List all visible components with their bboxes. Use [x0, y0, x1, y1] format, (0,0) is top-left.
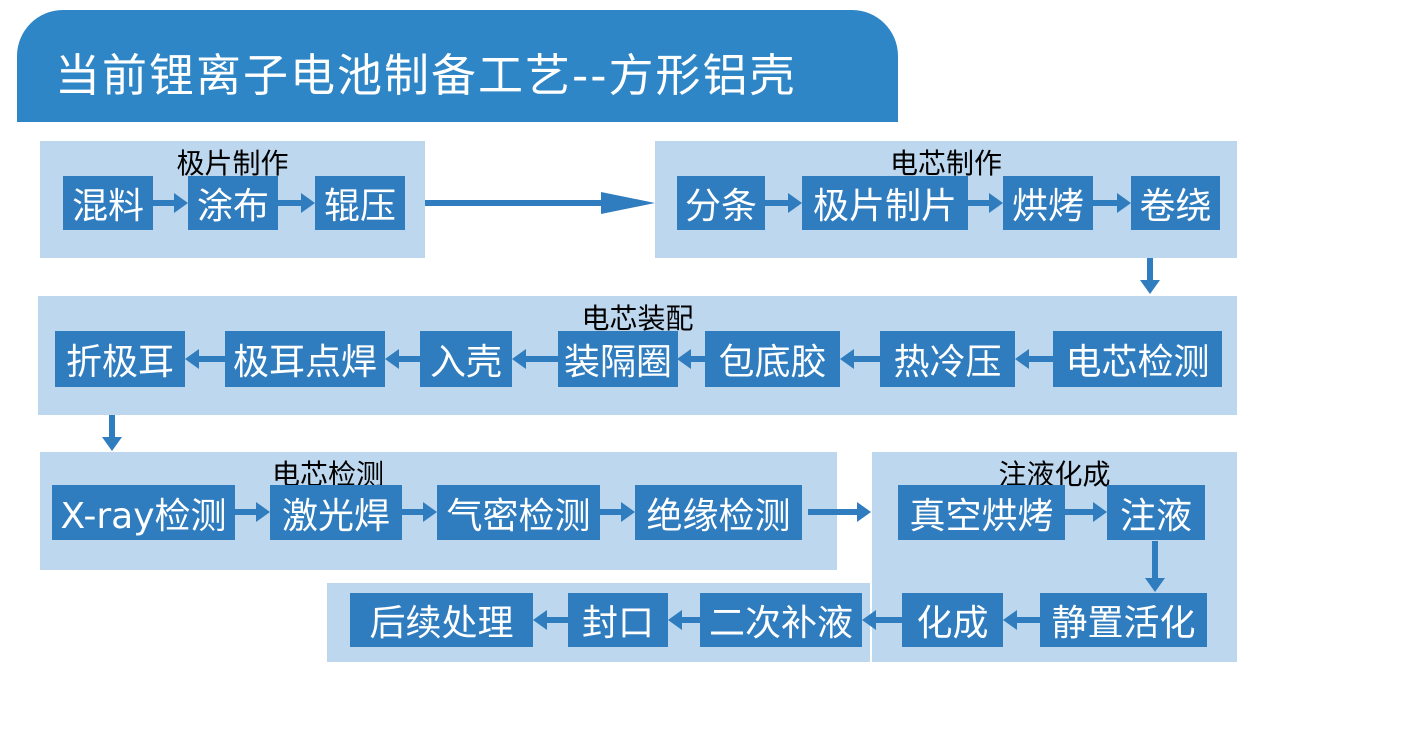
flow-arrowhead-right: [1093, 502, 1107, 522]
flow-arrowhead-left: [862, 610, 876, 630]
flow-arrow-shaft: [678, 617, 700, 623]
flow-arrowhead-right: [174, 193, 188, 213]
flow-arrow-shaft: [395, 356, 420, 362]
flow-arrow-shaft: [808, 509, 861, 515]
flow-arrowhead-left: [385, 349, 399, 369]
step-airtight-test: 气密检测: [437, 485, 600, 540]
flow-arrowhead-right: [601, 192, 655, 214]
flow-arrow-shaft: [765, 200, 792, 206]
step-slitting: 分条: [677, 176, 765, 230]
step-laser-welding: 激光焊: [270, 485, 402, 540]
flow-arrow-shaft: [872, 617, 902, 623]
step-xray-inspection: X-ray检测: [52, 485, 235, 540]
flow-arrow-shaft: [1065, 509, 1097, 515]
flow-arrow-shaft: [425, 200, 605, 206]
flow-arrowhead-left: [840, 349, 854, 369]
flow-arrowhead-left: [533, 610, 547, 630]
title-banner: 当前锂离子电池制备工艺--方形铝壳: [17, 10, 898, 122]
flow-arrowhead-right: [989, 193, 1003, 213]
flow-arrow-shaft: [968, 200, 993, 206]
step-secondary-refill: 二次补液: [700, 593, 862, 647]
flow-arrow-shaft: [850, 356, 880, 362]
flow-arrowhead-down: [102, 437, 122, 451]
step-insulation-test: 绝缘检测: [635, 485, 802, 540]
flow-arrow-shaft: [402, 509, 427, 515]
step-casing: 入壳: [420, 331, 512, 387]
flow-arrowhead-down: [1140, 280, 1160, 294]
flow-arrow-shaft: [195, 356, 225, 362]
flow-arrowhead-left: [668, 610, 682, 630]
group-cell-making-title: 电芯制作: [889, 147, 1002, 180]
flow-arrow-shaft: [235, 509, 260, 515]
flow-arrow-shaft: [1147, 258, 1153, 284]
flow-arrow-shaft: [1013, 617, 1040, 623]
step-winding: 卷绕: [1131, 176, 1220, 230]
step-tab-folding: 折极耳: [55, 331, 185, 387]
step-bottom-taping: 包底胶: [705, 331, 840, 387]
flow-arrow-shaft: [600, 509, 625, 515]
flow-arrowhead-right: [857, 502, 871, 522]
step-sealing: 封口: [568, 593, 668, 647]
step-electrode-sheeting: 极片制片: [802, 176, 968, 230]
flow-arrowhead-left: [1003, 610, 1017, 630]
flow-arrow-shaft: [153, 200, 178, 206]
flow-arrowhead-left: [185, 349, 199, 369]
step-baking: 烘烤: [1003, 176, 1093, 230]
flow-arrowhead-right: [788, 193, 802, 213]
step-hot-cold-press: 热冷压: [880, 331, 1015, 387]
flow-arrow-shaft: [1093, 200, 1121, 206]
step-vacuum-baking: 真空烘烤: [898, 485, 1065, 540]
flow-arrow-shaft: [1152, 541, 1158, 582]
group-electrode-making-title: 极片制作: [176, 147, 289, 180]
page-title: 当前锂离子电池制备工艺--方形铝壳: [55, 48, 797, 102]
flow-arrowhead-down: [1145, 578, 1165, 592]
step-coating: 涂布: [188, 176, 278, 230]
step-cell-testing: 电芯检测: [1053, 331, 1222, 387]
flow-arrowhead-right: [256, 502, 270, 522]
flow-arrowhead-right: [423, 502, 437, 522]
step-mixing: 混料: [63, 176, 153, 230]
flow-arrowhead-left: [512, 349, 526, 369]
flow-arrow-shaft: [109, 415, 115, 441]
flow-arrow-shaft: [278, 200, 305, 206]
flow-arrow-shaft: [543, 617, 568, 623]
flow-arrowhead-right: [301, 193, 315, 213]
flow-arrow-shaft: [687, 356, 705, 362]
flow-arrowhead-right: [621, 502, 635, 522]
group-cell-assembly-title: 电芯装配: [581, 302, 694, 335]
step-rest-activation: 静置活化: [1040, 593, 1207, 647]
step-tab-spot-welding: 极耳点焊: [225, 331, 385, 387]
step-electrolyte-filling: 注液: [1107, 485, 1205, 540]
flow-arrowhead-left: [677, 349, 691, 369]
flow-arrowhead-right: [1117, 193, 1131, 213]
step-formation: 化成: [902, 593, 1003, 647]
flow-arrowhead-left: [1015, 349, 1029, 369]
step-spacer-install: 装隔圈: [558, 331, 678, 387]
step-post-processing: 后续处理: [350, 593, 533, 647]
flow-arrow-shaft: [522, 356, 558, 362]
step-roll-pressing: 辊压: [315, 176, 405, 230]
flow-arrow-shaft: [1025, 356, 1053, 362]
